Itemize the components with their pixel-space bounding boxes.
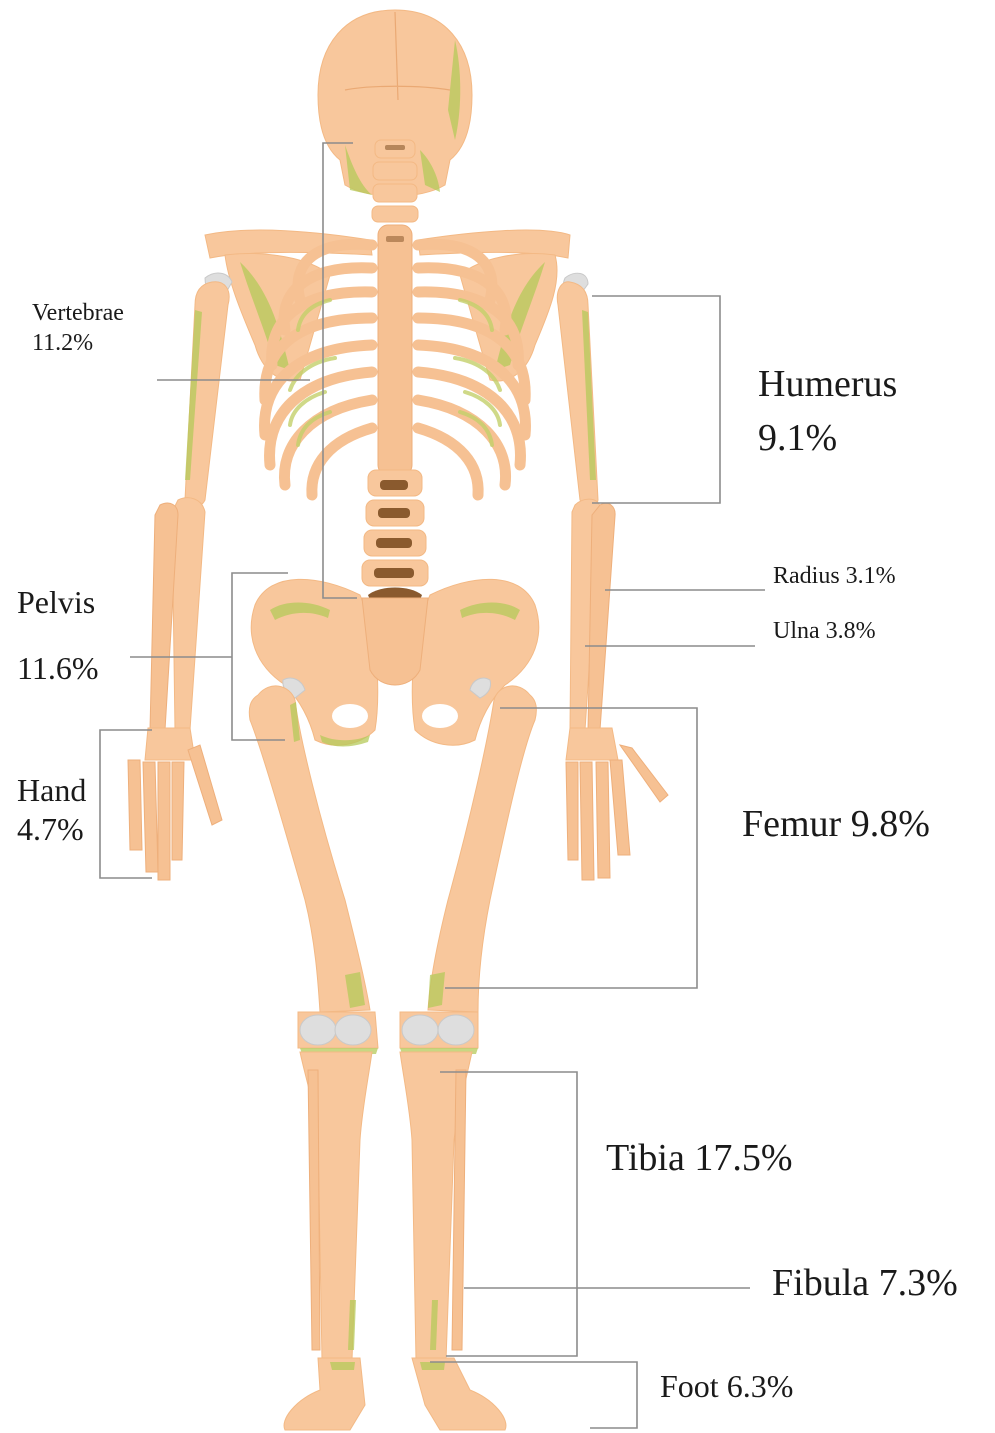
humerus-name: Humerus (758, 363, 897, 407)
spine (362, 225, 428, 609)
pelvis-name: Pelvis (17, 584, 95, 621)
left-arm (128, 282, 229, 880)
vertebrae-name: Vertebrae (32, 300, 124, 328)
knees (298, 1012, 478, 1054)
hand-value: 4.7% (17, 811, 86, 848)
hand-name: Hand (17, 772, 86, 809)
feet (284, 1358, 506, 1430)
tibia-label: Tibia 17.5% (606, 1137, 793, 1181)
hand-label: Hand 4.7% (17, 772, 86, 848)
foot-label: Foot 6.3% (660, 1368, 793, 1405)
fibula-label: Fibula 7.3% (772, 1262, 958, 1306)
lower-legs (300, 1052, 472, 1360)
femurs (249, 686, 536, 1012)
femur-label: Femur 9.8% (742, 803, 930, 847)
pelvis-value: 11.6% (17, 650, 98, 687)
ulna-label: Ulna 3.8% (773, 618, 876, 646)
vertebrae-label: Vertebrae 11.2% (32, 300, 124, 357)
radius-label: Radius 3.1% (773, 563, 896, 591)
humerus-label: Humerus 9.1% (758, 363, 897, 460)
humerus-value: 9.1% (758, 417, 897, 461)
vertebrae-value: 11.2% (32, 330, 124, 358)
right-arm (557, 282, 668, 880)
